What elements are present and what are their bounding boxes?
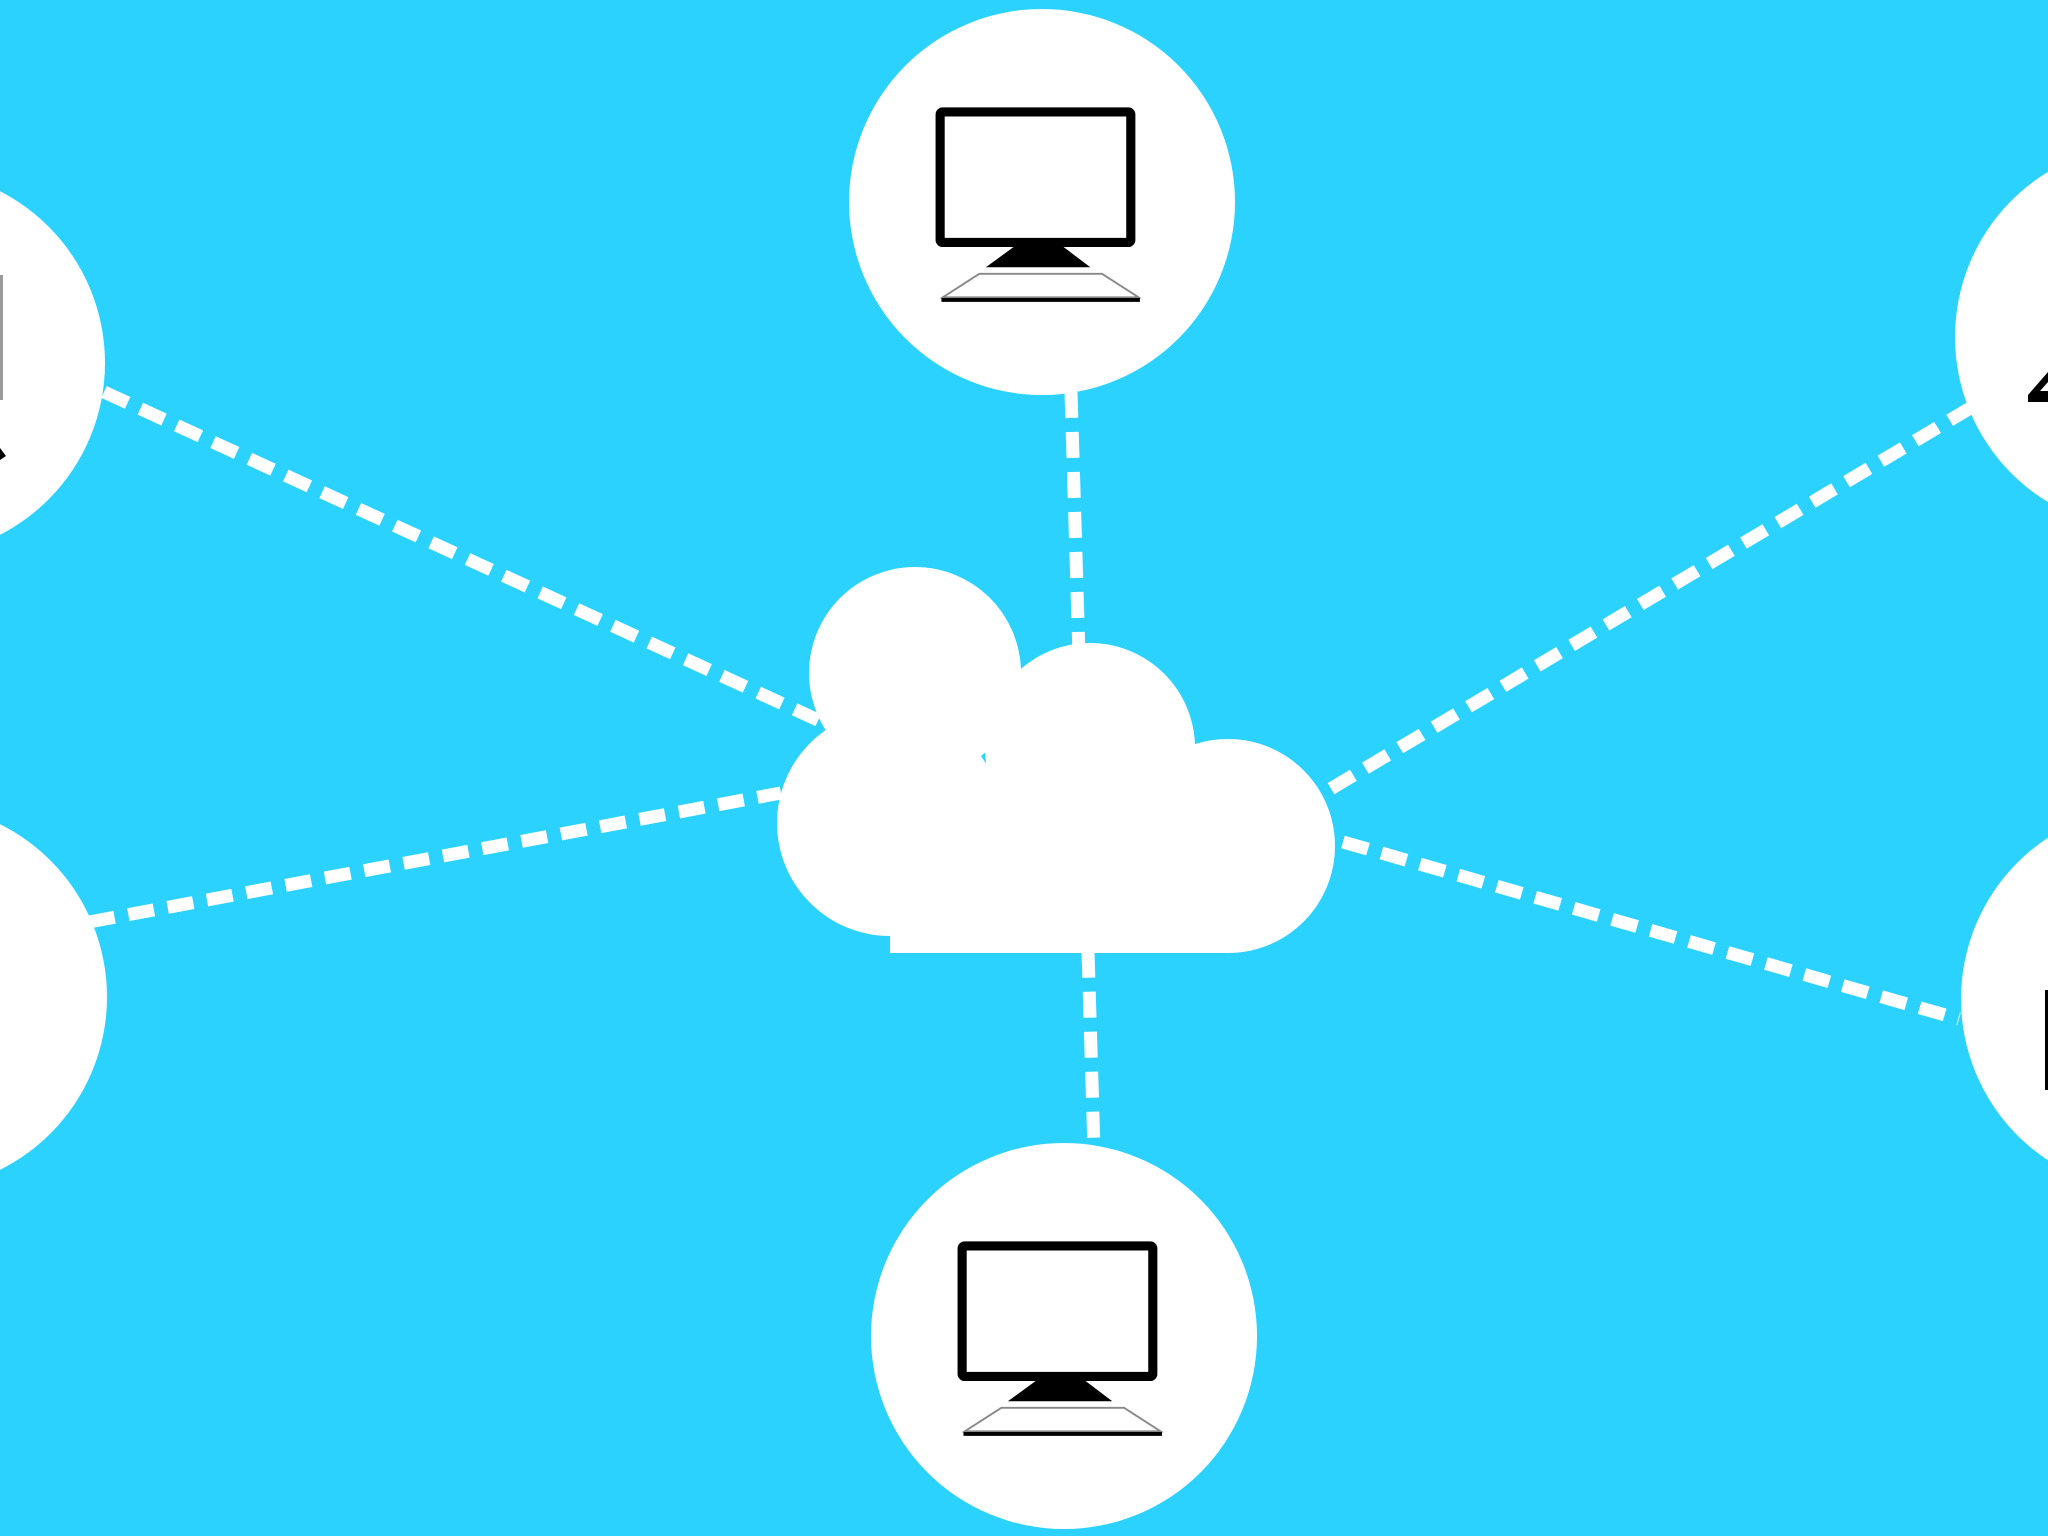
node-right-top xyxy=(1955,171,2048,503)
laptop-icon xyxy=(0,275,6,460)
device-icon xyxy=(2045,990,2048,1090)
link-left-top xyxy=(101,386,823,727)
link-right-top xyxy=(1318,401,1976,800)
node-right-bottom xyxy=(1961,837,2048,1161)
link-left-bottom xyxy=(87,786,783,929)
node-left-bottom xyxy=(0,824,107,1170)
cloud-icon xyxy=(777,567,1335,953)
laptop-icon xyxy=(2028,372,2048,402)
node-left-top xyxy=(0,191,105,535)
link-right-bottom xyxy=(1341,835,1961,1026)
node-bottom xyxy=(871,1143,1257,1529)
node-top xyxy=(849,9,1235,395)
